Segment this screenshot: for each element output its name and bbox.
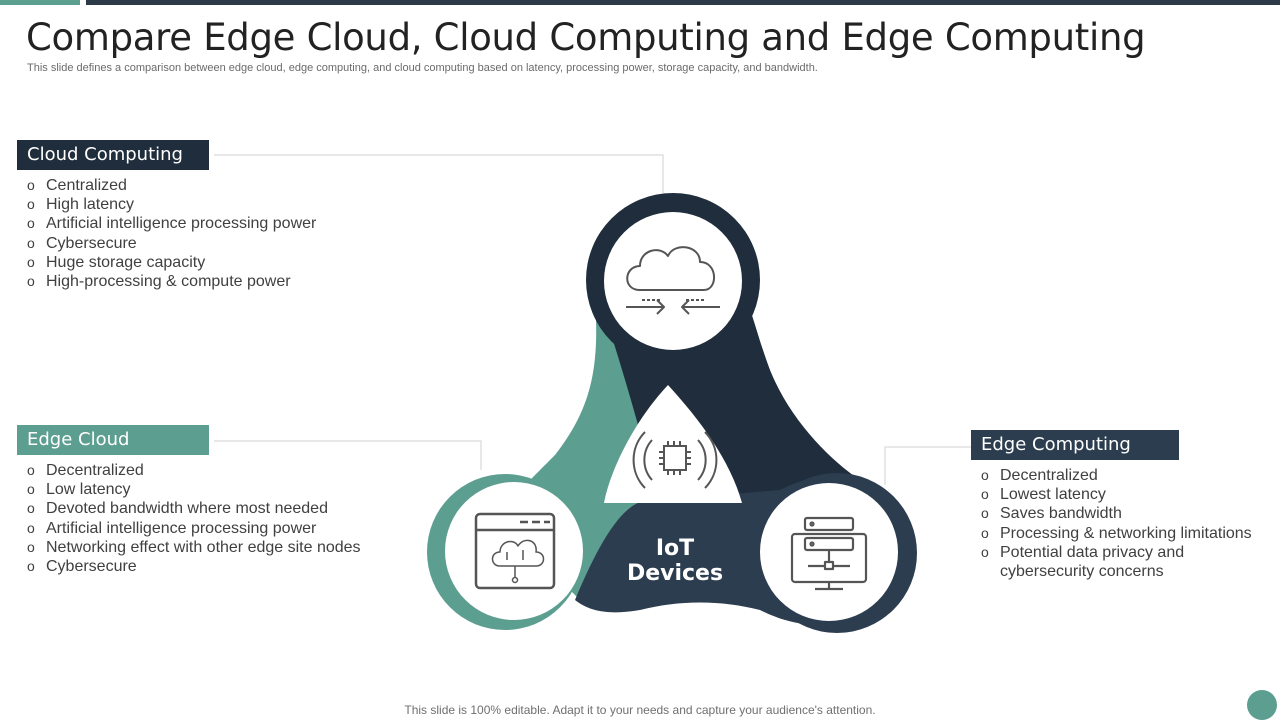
cloud-computing-list: Centralized High latency Artificial inte…	[17, 176, 316, 291]
top-bar	[86, 0, 1280, 5]
edge-cloud-title: Edge Cloud	[17, 425, 209, 455]
list-item: Decentralized	[971, 466, 1271, 485]
cloud-data-transfer-icon	[626, 246, 720, 315]
server-rack-monitor-icon	[790, 516, 868, 591]
chip-signal-icon	[632, 431, 718, 489]
page-title: Compare Edge Cloud, Cloud Computing and …	[26, 16, 1146, 59]
list-item: Artificial intelligence processing power	[17, 519, 361, 538]
list-item: Centralized	[17, 176, 316, 195]
list-item: Decentralized	[17, 461, 361, 480]
cloud-computing-icon-circle	[604, 212, 742, 350]
list-item: Cybersecure	[17, 234, 316, 253]
list-item: Huge storage capacity	[17, 253, 316, 272]
edge-cloud-icon-circle	[445, 482, 583, 620]
cloud-network-window-icon	[474, 512, 556, 590]
top-accent-bar	[0, 0, 80, 5]
edge-computing-title: Edge Computing	[971, 430, 1179, 460]
list-item: Low latency	[17, 480, 361, 499]
list-item: High-processing & compute power	[17, 272, 316, 291]
list-item: Lowest latency	[971, 485, 1271, 504]
connector-cloud-computing	[214, 154, 664, 193]
list-item: Devoted bandwidth where most needed	[17, 499, 361, 518]
list-item: Networking effect with other edge site n…	[17, 538, 361, 557]
list-item: High latency	[17, 195, 316, 214]
corner-dot	[1247, 690, 1277, 720]
list-item: Potential data privacy and cybersecurity…	[971, 543, 1271, 581]
cloud-computing-title: Cloud Computing	[17, 140, 209, 170]
edge-computing-list: Decentralized Lowest latency Saves bandw…	[971, 466, 1271, 581]
edge-cloud-panel: Edge Cloud Decentralized Low latency Dev…	[17, 425, 361, 576]
edge-computing-panel: Edge Computing Decentralized Lowest late…	[971, 430, 1271, 581]
list-item: Saves bandwidth	[971, 504, 1271, 523]
cloud-computing-panel: Cloud Computing Centralized High latency…	[17, 140, 316, 291]
list-item: Cybersecure	[17, 557, 361, 576]
list-item: Artificial intelligence processing power	[17, 214, 316, 233]
page-subtitle: This slide defines a comparison between …	[27, 62, 818, 74]
list-item: Processing & networking limitations	[971, 524, 1271, 543]
footer-note: This slide is 100% editable. Adapt it to…	[404, 703, 876, 717]
connector-edge-cloud	[214, 440, 482, 470]
iot-devices-label: IoT Devices	[626, 536, 724, 586]
connector-edge-computing	[884, 446, 971, 485]
edge-cloud-list: Decentralized Low latency Devoted bandwi…	[17, 461, 361, 576]
